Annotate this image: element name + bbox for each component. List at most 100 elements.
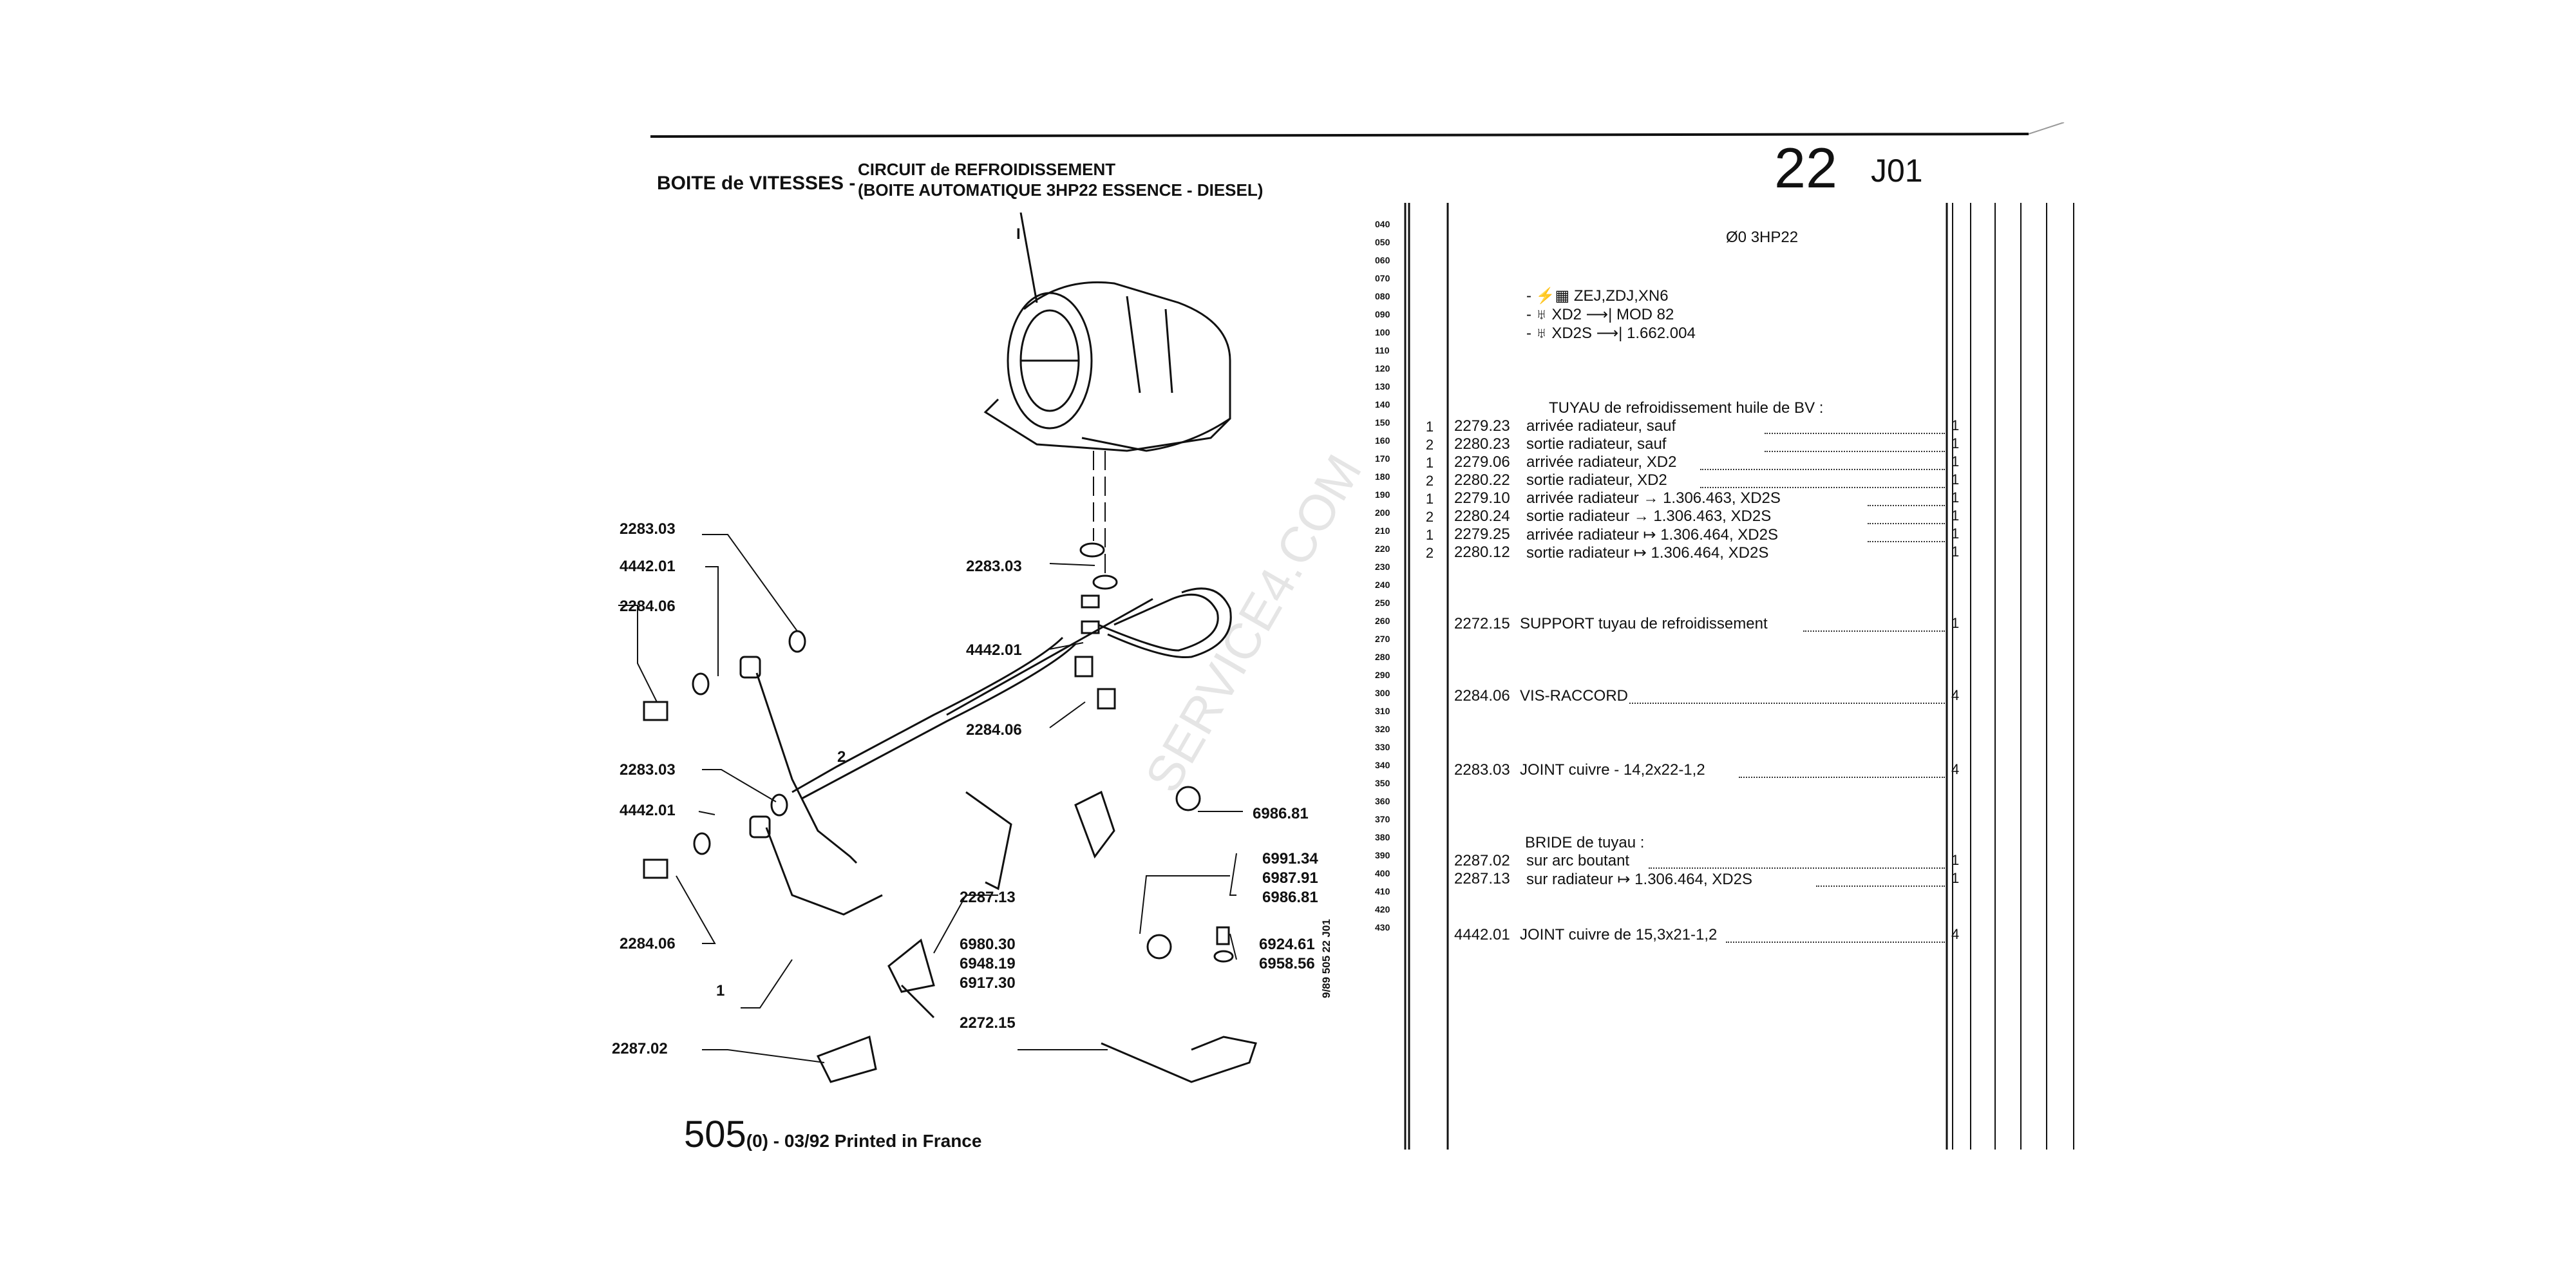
leader-dots [1739, 777, 1945, 778]
leader-dots [1726, 942, 1945, 943]
line-number: 300 [1375, 688, 1390, 698]
row-desc: sortie radiateur ↦ 1.306.464, XD2S [1526, 544, 1769, 562]
bride-title: BRIDE de tuyau : [1525, 834, 1645, 851]
footer-imprint: 505(0) - 03/92 Printed in France [684, 1113, 981, 1156]
row-desc: sur arc boutant [1526, 852, 1630, 869]
row-qty: 1 [1951, 489, 1960, 506]
callout-2284-06: 2284.06 [620, 935, 676, 952]
line-number: 110 [1375, 345, 1390, 355]
line-number: 350 [1375, 778, 1390, 788]
fitting-icon [1081, 620, 1100, 634]
line-number: 280 [1375, 652, 1390, 662]
row-desc: sortie radiateur, XD2 [1526, 471, 1667, 489]
row-pos: 2 [1425, 473, 1434, 489]
variant-note-3: - ♅ XD2S ⟶| 1.662.004 [1526, 325, 1696, 342]
leader-dots [1649, 867, 1945, 869]
row-ref: 2280.24 [1454, 507, 1510, 525]
hose-clamp-icon [1146, 934, 1172, 960]
line-number: 380 [1375, 832, 1390, 842]
row-ref: 4442.01 [1454, 926, 1510, 943]
callout-6991-34: 6991.34 [1262, 850, 1318, 867]
callout-6917-30: 6917.30 [960, 974, 1016, 992]
row-desc: JOINT cuivre de 15,3x21-1,2 [1520, 926, 1718, 943]
line-number: 310 [1375, 706, 1390, 716]
callout-6980-30: 6980.30 [960, 936, 1016, 953]
line-number: 190 [1375, 489, 1390, 500]
line-number: 220 [1375, 544, 1390, 554]
row-qty: 1 [1951, 852, 1960, 868]
line-number: 320 [1375, 724, 1390, 734]
callout-2283-03: 2283.03 [966, 558, 1022, 575]
line-number: 170 [1375, 453, 1390, 464]
row-qty: 1 [1951, 507, 1960, 524]
row-desc: VIS-RACCORD [1520, 687, 1629, 705]
hose-clamp-icon [1175, 786, 1201, 811]
group-title: TUYAU de refroidissement huile de BV : [1549, 399, 1824, 417]
line-number: 240 [1375, 580, 1390, 590]
line-number: 100 [1375, 327, 1390, 337]
line-number: 090 [1375, 309, 1390, 319]
row-qty: 4 [1951, 761, 1960, 777]
gearbox-note: Ø0 3HP22 [1726, 229, 1799, 246]
line-number: 270 [1375, 634, 1390, 644]
exploded-diagram [618, 213, 1257, 1083]
variant-3-limit: 1.662.004 [1627, 325, 1696, 342]
line-number: 080 [1375, 291, 1390, 301]
fitting-icon [749, 815, 771, 838]
line-number: 330 [1375, 742, 1390, 752]
line-number: 070 [1375, 273, 1390, 283]
pipe-label-1: 1 [716, 982, 725, 999]
row-ref: 2279.25 [1454, 526, 1510, 543]
pipe-label-2: 2 [837, 748, 846, 766]
row-ref: 2280.12 [1454, 544, 1510, 561]
line-number: 390 [1375, 850, 1390, 860]
line-number: 210 [1375, 526, 1390, 536]
support-bracket-icon [1101, 1036, 1257, 1083]
cooling-pipes [791, 587, 1232, 800]
line-number: 420 [1375, 904, 1390, 914]
line-number: 200 [1375, 507, 1390, 518]
row-qty: 1 [1951, 526, 1960, 542]
line-number: 290 [1375, 670, 1390, 680]
header-rule [650, 122, 2065, 138]
row-qty: 1 [1951, 435, 1960, 451]
row-pos: 1 [1425, 455, 1434, 471]
footer-imprint-text: (0) - 03/92 Printed in France [746, 1131, 982, 1151]
leader-dots [1700, 487, 1945, 488]
line-number: 180 [1375, 471, 1390, 482]
line-number: 250 [1375, 598, 1390, 608]
line-number: 260 [1375, 616, 1390, 626]
variant-note-1: - ⚡▦ ZEJ,ZDJ,XN6 [1526, 287, 1669, 305]
line-number: 340 [1375, 760, 1390, 770]
row-pos: 1 [1425, 491, 1434, 507]
page-number: 22 [1774, 136, 1837, 200]
clamp-icon [1074, 790, 1115, 859]
line-number: 150 [1375, 417, 1390, 428]
row-qty: 1 [1951, 417, 1960, 433]
line-number: 130 [1375, 381, 1390, 392]
vertical-code: 9/89 505 22 J01 [1320, 919, 1332, 998]
row-desc: arrivée radiateur → 1.306.463, XD2S [1526, 489, 1781, 507]
callout-6986-81: 6986.81 [1262, 889, 1318, 906]
row-ref: 2280.23 [1454, 435, 1510, 453]
callout-6986-81: 6986.81 [1253, 805, 1309, 822]
row-qty: 4 [1951, 926, 1960, 942]
washer-icon [770, 793, 788, 817]
row-ref: 2272.15 [1454, 615, 1510, 632]
washer-icon [1213, 950, 1234, 963]
line-number: 370 [1375, 814, 1390, 824]
callout-6948-19: 6948.19 [960, 955, 1016, 972]
row-desc: SUPPORT tuyau de refroidissement [1520, 615, 1768, 632]
callout-2283-03: 2283.03 [620, 761, 676, 779]
bracket-icon [816, 1035, 877, 1083]
callout-4442-01: 4442.01 [620, 558, 676, 575]
leader-dots [1816, 886, 1945, 887]
row-ref: 2284.06 [1454, 687, 1510, 705]
washer-icon [692, 672, 710, 696]
leader-dots [1868, 541, 1945, 542]
screw-icon [1074, 656, 1094, 677]
row-pos: 2 [1425, 545, 1434, 561]
row-ref: 2280.22 [1454, 471, 1510, 489]
row-qty: 1 [1951, 615, 1960, 631]
screw-icon [643, 701, 668, 721]
